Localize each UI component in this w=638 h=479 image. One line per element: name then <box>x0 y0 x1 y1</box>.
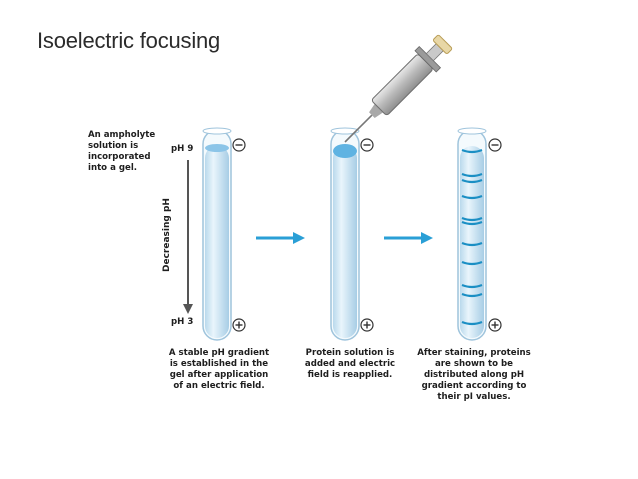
page-title: Isoelectric focusing <box>37 28 221 53</box>
positive-electrode-icon <box>232 318 246 332</box>
ampholyte-note-line: into a gel. <box>88 163 138 173</box>
gel-tube-2 <box>330 127 360 341</box>
ph-axis-arrow <box>183 160 193 314</box>
negative-electrode-icon <box>360 138 374 152</box>
caption-step-3: After staining, proteins are shown to be… <box>408 348 540 403</box>
ampholyte-note-line: incorporated <box>88 152 151 162</box>
ampholyte-note-line: An ampholyte <box>88 130 156 140</box>
ampholyte-note-line: solution is <box>88 141 139 151</box>
ampholyte-note: An ampholyte solution is incorporated in… <box>88 130 155 174</box>
positive-electrode-icon <box>488 318 502 332</box>
caption-line: of an electric field. <box>173 381 265 391</box>
protein-bands <box>461 148 483 326</box>
gel-tube-1 <box>202 127 232 341</box>
caption-line: their pI values. <box>437 392 511 402</box>
ph-top-label: pH 9 <box>171 144 194 154</box>
caption-line: Protein solution is <box>305 348 395 358</box>
caption-line: gel after application <box>169 370 269 380</box>
gel-tube-3 <box>457 127 487 341</box>
step-arrow-icon <box>256 232 305 244</box>
caption-line: are shown to be <box>434 359 514 369</box>
negative-electrode-icon <box>488 138 502 152</box>
caption-step-1: A stable pH gradient is established in t… <box>155 348 283 392</box>
caption-line: distributed along pH <box>423 370 525 380</box>
step-arrow-icon <box>384 232 433 244</box>
syringe-icon <box>344 34 453 143</box>
caption-line: After staining, proteins <box>417 348 531 358</box>
caption-line: is established in the <box>169 359 269 369</box>
positive-electrode-icon <box>360 318 374 332</box>
caption-step-2: Protein solution is added and electric f… <box>291 348 409 381</box>
caption-line: field is reapplied. <box>307 370 393 380</box>
caption-line: added and electric <box>304 359 396 369</box>
negative-electrode-icon <box>232 138 246 152</box>
ph-bottom-label: pH 3 <box>171 317 194 327</box>
caption-line: gradient according to <box>421 381 527 391</box>
caption-line: A stable pH gradient <box>168 348 270 358</box>
